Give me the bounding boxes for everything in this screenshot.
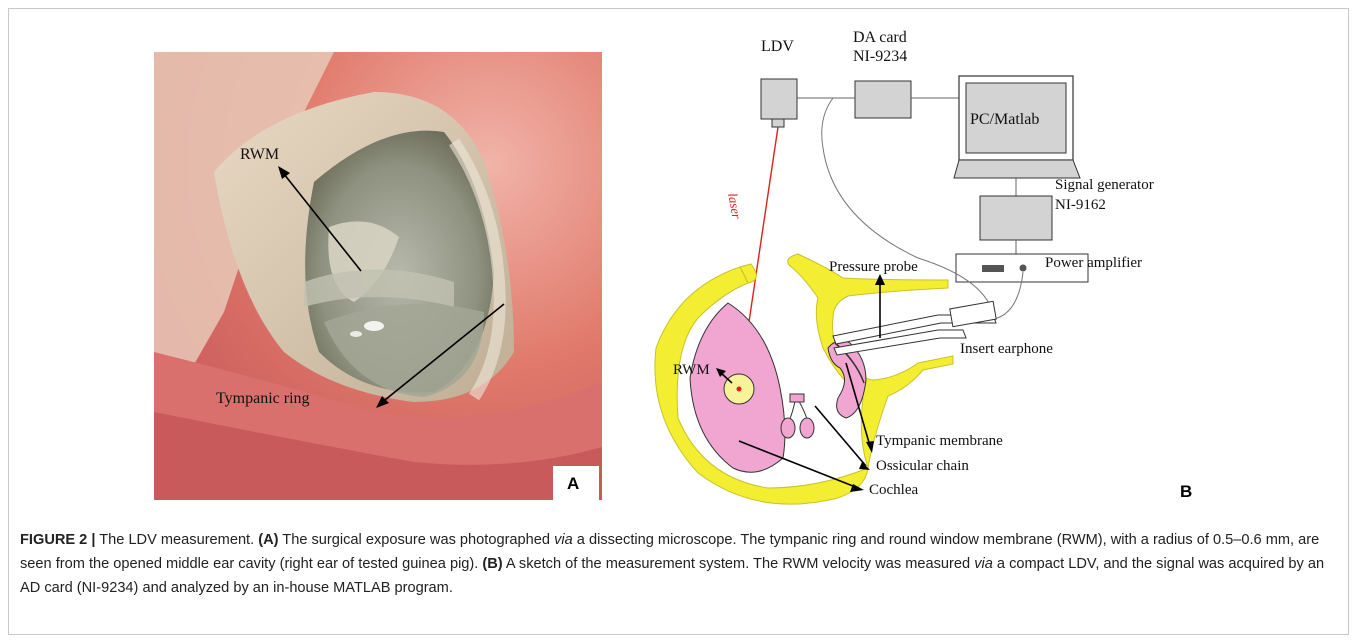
ldv-label: LDV [761,39,794,55]
figure-label: FIGURE 2 | [20,532,95,548]
surgical-photo: RWM Tympanic ring [154,52,602,500]
figure-caption: FIGURE 2 | The LDV measurement. (A) The … [20,528,1338,600]
caption-via-2: via [974,556,993,572]
caption-text-2: The surgical exposure was photographed [279,532,555,548]
caption-ref-b: (B) [482,556,502,572]
caption-via-1: via [554,532,573,548]
ossicular-chain-label: Ossicular chain [876,459,969,474]
pc-keyboard [954,160,1080,178]
caption-ref-a: (A) [258,532,278,548]
caption-text-1: The LDV measurement. [95,532,258,548]
signal-generator-label: Signal generator [1055,178,1154,193]
tympanic-ring-label: Tympanic ring [216,391,310,407]
panel-b-letter: B [1180,482,1192,502]
ldv-device [761,79,797,119]
insert-earphone-label: Insert earphone [960,342,1053,357]
signal-generator-model-label: NI-9162 [1055,198,1106,213]
pressure-probe-label: Pressure probe [829,260,918,275]
cochlea-label: Cochlea [869,483,918,498]
caption-text-4: A sketch of the measurement system. The … [503,556,975,572]
pc-label: PC/Matlab [970,112,1039,128]
measurement-diagram: LDV DA card NI-9234 PC/Matlab Signal gen… [618,18,1338,518]
tympanic-membrane-label: Tympanic membrane [876,434,1003,449]
surgical-photo-drawing [154,52,602,500]
rwm-label-b: RWM [673,363,710,378]
laser-label: laser [726,192,743,220]
da-card-model-label: NI-9234 [853,49,907,65]
power-amplifier-label: Power amplifier [1045,256,1142,271]
da-card-label: DA card [853,30,907,46]
panel-a-letter: A [567,474,579,494]
signal-generator-box [980,196,1052,240]
da-card-box [855,81,911,118]
rwm-label-a: RWM [240,147,279,163]
